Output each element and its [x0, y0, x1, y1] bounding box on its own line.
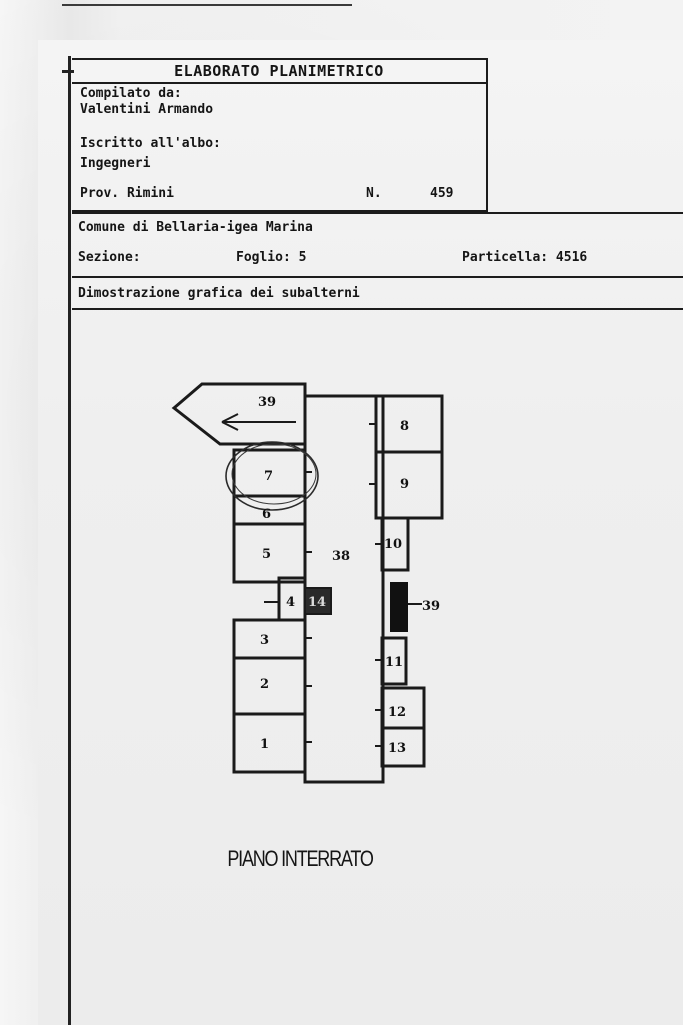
subalterni-description: Dimostrazione grafica dei subalterni: [78, 286, 360, 301]
label-unit-6: 6: [262, 507, 271, 522]
label-unit-5: 5: [262, 547, 271, 562]
number-value: 459: [430, 186, 454, 201]
header-divider: [72, 82, 486, 84]
label-unit-7: 7: [264, 469, 273, 484]
label-unit-9: 9: [400, 477, 409, 492]
number-label: N.: [366, 186, 382, 201]
header-box: ELABORATO PLANIMETRICO Compilato da: Val…: [72, 58, 488, 212]
register-value: Ingegneri: [80, 156, 151, 171]
plan-caption: PIANO INTERRATO: [227, 846, 373, 871]
unit-1: [232, 712, 307, 774]
info-rule-top: [72, 212, 683, 214]
label-unit-38: 38: [332, 549, 350, 564]
label-unit-39-ramp: 39: [258, 395, 276, 410]
unit-2: [232, 656, 307, 716]
particella: Particella: 4516: [462, 250, 588, 265]
province: Prov. Rimini: [80, 186, 174, 201]
top-rule: [62, 4, 352, 6]
floor-plan-drawing: 39 8 7 9 6 5 38 10 4 14 39 3 11 2 12 1 1…: [171, 382, 444, 784]
label-unit-13: 13: [388, 741, 406, 756]
register-label: Iscritto all'albo:: [80, 136, 221, 151]
info-rule-bottom: [72, 308, 683, 310]
label-unit-4: 4: [286, 595, 295, 610]
label-unit-39-stair: 39: [422, 599, 440, 614]
hand-drawn-circle-inner: [231, 443, 317, 505]
label-unit-1: 1: [260, 737, 269, 752]
compiled-by-label: Compilato da:: [80, 86, 182, 101]
sheet-left-border: [68, 56, 71, 1025]
unit-14: [304, 587, 332, 615]
sheet-tick-mark: [62, 70, 74, 73]
arrow-left-icon: [221, 413, 239, 431]
label-unit-12: 12: [388, 705, 406, 720]
sezione-label: Sezione:: [78, 250, 141, 265]
label-unit-3: 3: [260, 633, 269, 648]
compiled-by-name: Valentini Armando: [80, 102, 214, 117]
info-rule-middle: [72, 276, 683, 278]
comune: Comune di Bellaria-igea Marina: [78, 220, 313, 235]
ramp-39: [171, 382, 307, 446]
document-sheet: [38, 40, 683, 1025]
label-unit-8: 8: [400, 419, 409, 434]
label-unit-14: 14: [308, 595, 326, 610]
document-title: ELABORATO PLANIMETRICO: [174, 62, 384, 80]
foglio: Foglio: 5: [236, 250, 307, 265]
label-unit-2: 2: [260, 677, 269, 692]
label-unit-10: 10: [384, 537, 402, 552]
hand-drawn-circle: [225, 441, 319, 511]
floor-plan: 39 8 7 9 6 5 38 10 4 14 39 3 11 2 12 1 1…: [160, 376, 480, 796]
unit-3: [232, 618, 307, 660]
stair-block: [390, 582, 408, 632]
label-unit-11: 11: [385, 655, 403, 670]
